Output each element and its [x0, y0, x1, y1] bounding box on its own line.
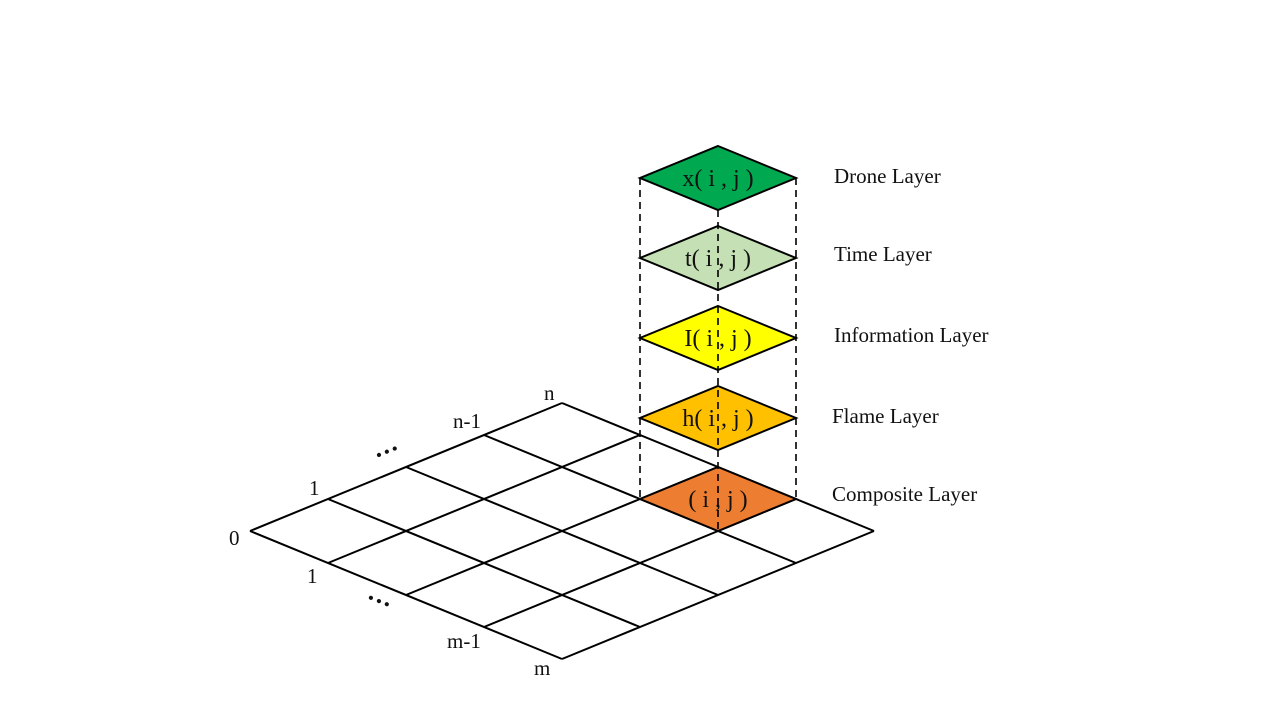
layer-name-information: Information Layer [834, 323, 989, 347]
origin-label: 0 [229, 526, 240, 550]
left-axis-ellipsis: ... [368, 427, 403, 463]
left-axis-tick-1: 1 [309, 476, 320, 500]
left-axis-tick-n: n [544, 381, 555, 405]
grid-line-col [561, 530, 875, 660]
layer-name-time: Time Layer [834, 242, 932, 266]
layer-name-drone: Drone Layer [834, 164, 941, 188]
right-axis-tick-1: 1 [307, 564, 318, 588]
left-axis-tick-n-1: n-1 [453, 409, 481, 433]
layer-name-flame: Flame Layer [832, 404, 939, 428]
right-axis-tick-m: m [534, 656, 550, 680]
right-axis-tick-m-1: m-1 [447, 629, 481, 653]
grid-line-col [327, 434, 641, 564]
base-grid [249, 402, 875, 660]
grid-line-col [249, 402, 563, 532]
layer-name-composite: Composite Layer [832, 482, 977, 506]
layer-stack: x( i , j )t( i , j )I( i , j )h( i , j )… [637, 144, 799, 533]
layer-cell-label-drone: x( i , j ) [682, 166, 753, 192]
right-axis-ellipsis: ... [365, 577, 400, 613]
